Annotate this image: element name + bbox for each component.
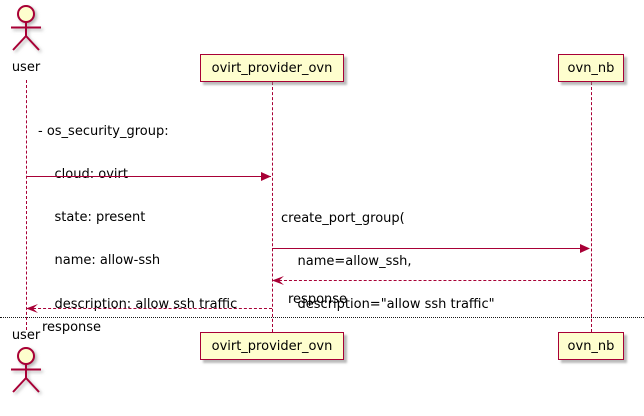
- participant-box-ovirt-provider-ovn-top: ovirt_provider_ovn: [200, 54, 344, 82]
- message-line: name: allow-ssh: [38, 253, 161, 269]
- lifeline-ovn-nb: [591, 82, 592, 332]
- arrow-request-2: [272, 248, 586, 249]
- participant-label: ovirt_provider_ovn: [211, 60, 333, 76]
- message-line: response: [42, 319, 102, 335]
- arrow-response-1: [274, 280, 591, 281]
- arrowhead-left-icon: [272, 276, 284, 285]
- message-text-create-port-group: create_port_group( name=allow_ssh, descr…: [281, 183, 495, 385]
- message-line: name=allow_ssh,: [281, 254, 412, 270]
- participant-box-ovirt-provider-ovn-bottom: ovirt_provider_ovn: [200, 332, 344, 360]
- participant-box-ovn-nb-top: ovn_nb: [558, 54, 624, 82]
- arrow-request-1: [26, 176, 271, 177]
- actor-label-user-top: user: [11, 60, 41, 75]
- message-text-response-2: response: [42, 292, 101, 364]
- message-line: state: present: [38, 210, 146, 226]
- arrowhead-right-icon: [580, 244, 590, 253]
- message-text-response-1: response: [288, 264, 347, 336]
- participant-label: ovirt_provider_ovn: [211, 338, 333, 354]
- message-line: cloud: ovirt: [38, 167, 128, 183]
- arrowhead-right-icon: [261, 172, 271, 181]
- message-line: description="allow ssh traffic": [281, 297, 495, 313]
- arrow-response-2: [28, 308, 272, 309]
- actor-label-user-bottom: user: [11, 328, 41, 343]
- participant-box-ovn-nb-bottom: ovn_nb: [558, 332, 624, 360]
- message-text-os-security-group: - os_security_group: cloud: ovirt state:…: [38, 96, 237, 341]
- actor-icon-bottom: [11, 347, 41, 393]
- actor-icon-top: [11, 5, 41, 51]
- lifeline-user: [26, 80, 27, 330]
- lifeline-ovirt-provider-ovn: [272, 82, 273, 332]
- participant-label: ovn_nb: [567, 338, 615, 354]
- arrowhead-left-icon: [26, 304, 38, 313]
- participant-label: ovn_nb: [567, 60, 615, 76]
- message-line: - os_security_group:: [38, 123, 169, 139]
- message-line: description: allow ssh traffic: [38, 296, 238, 312]
- message-line: create_port_group(: [281, 210, 405, 226]
- message-line: response: [288, 291, 348, 307]
- separator-line: [0, 317, 644, 318]
